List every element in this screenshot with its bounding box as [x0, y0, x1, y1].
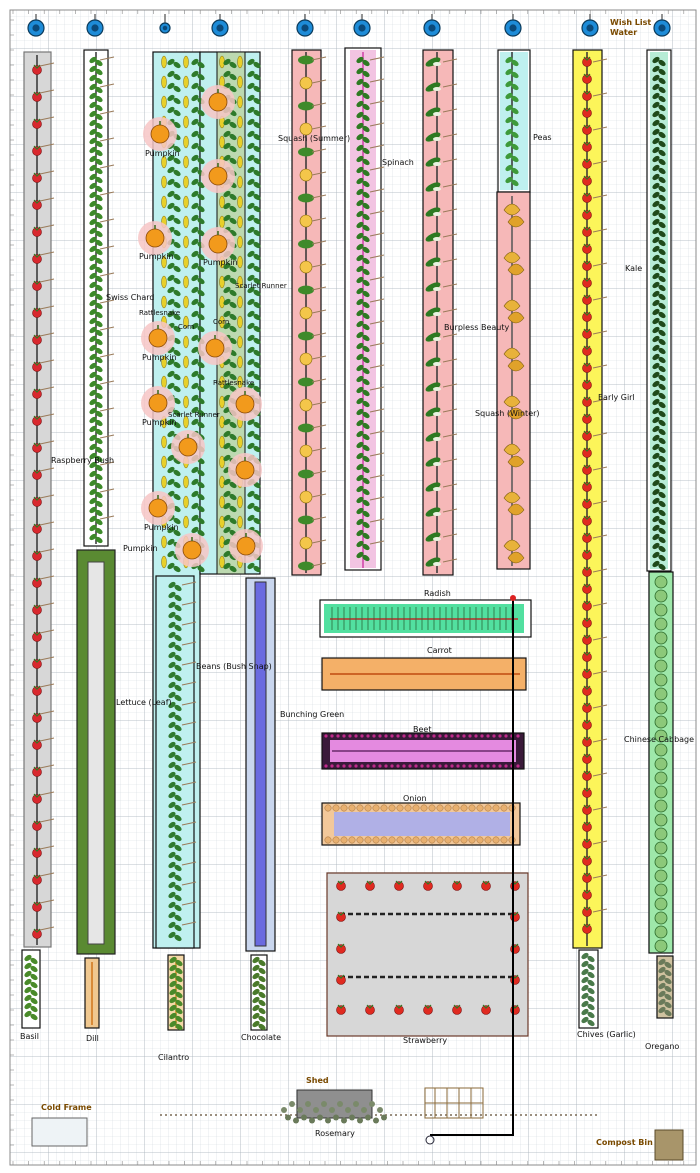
rosemary-label: Rosemary: [315, 1129, 355, 1138]
squash-summer-label: Squash (Summer): [278, 134, 351, 143]
grid-rulers: [10, 10, 685, 1165]
bunching-green-row[interactable]: [245, 577, 276, 952]
legend-wishlist: Wish List: [610, 18, 652, 27]
pumpkin-label-3: Pumpkin: [142, 353, 177, 362]
burpless-beauty-label: Burpless Beauty: [444, 323, 510, 332]
early-girl-row[interactable]: [572, 49, 608, 949]
radish-row[interactable]: [319, 599, 532, 638]
squash-summer-row[interactable]: [291, 49, 327, 576]
chinese-cabbage-row[interactable]: [648, 571, 674, 954]
pumpkin-label-1: Pumpkin: [145, 149, 180, 158]
strawberry-bed[interactable]: [326, 872, 529, 1037]
chives-row[interactable]: [578, 949, 599, 1029]
lettuce-row[interactable]: [76, 549, 116, 955]
shed-label: Shed: [306, 1076, 329, 1085]
chocolate-label: Chocolate: [241, 1033, 282, 1042]
chinese-cabbage-label: Chinese Cabbage: [624, 735, 695, 744]
legend-water: Water: [610, 28, 638, 37]
corn-label-2: Corn: [213, 318, 230, 326]
squash-winter-label: Squash (Winter): [475, 409, 540, 418]
pumpkin-label-6: Pumpkin: [123, 544, 158, 553]
rattlesnake-label-2: Rattlesnake: [213, 379, 255, 387]
trellis: [424, 1087, 484, 1119]
dill-row[interactable]: [84, 957, 100, 1029]
squash-winter-row[interactable]: [496, 191, 531, 570]
compost-bin-label: Compost Bin: [596, 1138, 653, 1147]
lettuce-label: Lettuce (Leaf): [116, 698, 172, 707]
chives-label: Chives (Garlic): [577, 1030, 636, 1039]
sprinkler-heads: [27, 14, 671, 37]
faucet-icon: [425, 1135, 435, 1145]
beet-row[interactable]: [321, 732, 525, 770]
water-line-end: [510, 595, 516, 601]
pumpkin-label-4: Pumpkin: [142, 418, 177, 427]
early-girl-label: Early Girl: [598, 393, 635, 402]
cilantro-label: Cilantro: [158, 1053, 190, 1062]
carrot-row[interactable]: [321, 657, 527, 691]
raspberry-row[interactable]: [23, 51, 55, 948]
rattlesnake-label-1: Rattlesnake: [139, 309, 181, 317]
rosemary-row[interactable]: [281, 1101, 387, 1124]
scarlet-runner-label-1: Scarlet Runner: [168, 411, 220, 419]
garden-beds[interactable]: [21, 47, 674, 1037]
swiss-chard-label: Swiss Chard: [106, 293, 155, 302]
corn-label-1: Corn: [178, 323, 195, 331]
dill-label: Dill: [86, 1034, 99, 1043]
raspberry-label: Raspberry Bush: [51, 456, 115, 465]
peas-row[interactable]: [497, 49, 531, 193]
cold-frame[interactable]: [31, 1117, 88, 1147]
pumpkin-label-7: Pumpkin: [203, 258, 238, 267]
onion-label: Onion: [403, 794, 427, 803]
beans-label: Beans (Bush Snap): [196, 662, 272, 671]
peas-label: Peas: [533, 133, 552, 142]
beet-label: Beet: [413, 725, 432, 734]
onion-row[interactable]: [321, 802, 521, 846]
pumpkin-label-5: Pumpkin: [144, 523, 179, 532]
bunching-green-label: Bunching Green: [280, 710, 345, 719]
cold-frame-label: Cold Frame: [41, 1103, 92, 1112]
compost-bin[interactable]: [654, 1129, 684, 1161]
scarlet-runner-label-2: Scarlet Runner: [235, 282, 287, 290]
oregano-label: Oregano: [645, 1042, 680, 1051]
pumpkin-label-2: Pumpkin: [139, 252, 174, 261]
water-line: [430, 598, 514, 1136]
beans-row[interactable]: [155, 575, 197, 949]
basil-label: Basil: [20, 1032, 40, 1041]
spinach-row[interactable]: [344, 47, 385, 571]
radish-label: Radish: [424, 589, 451, 598]
basil-row[interactable]: [21, 949, 41, 1029]
burpless-beauty-row[interactable]: [422, 49, 458, 576]
spinach-label: Spinach: [382, 158, 414, 167]
swiss-chard-row[interactable]: [83, 49, 115, 547]
cilantro-row[interactable]: [167, 954, 185, 1031]
kale-row[interactable]: [646, 49, 672, 572]
carrot-label: Carrot: [427, 646, 452, 655]
chocolate-row[interactable]: [250, 954, 268, 1031]
kale-label: Kale: [625, 264, 643, 273]
oregano-row[interactable]: [656, 955, 674, 1019]
strawberry-label: Strawberry: [403, 1036, 448, 1045]
